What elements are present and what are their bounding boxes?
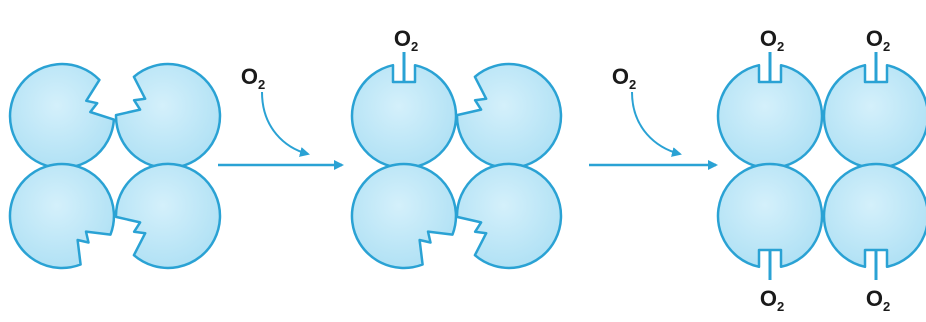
bound-o2-label: O2 xyxy=(866,286,890,314)
tetramer-stage-2: O2 xyxy=(352,26,561,268)
o2-entry-arrow xyxy=(262,92,308,154)
o2-entry-arrow xyxy=(632,92,680,154)
bound-o2-label: O2 xyxy=(394,26,418,54)
incoming-o2-label: O2 xyxy=(241,64,265,92)
transition-1: O2 xyxy=(218,64,342,165)
tetramer-stage-1 xyxy=(10,64,220,268)
subunit-top-right xyxy=(116,64,220,168)
bound-o2-label-subscript: 2 xyxy=(777,39,784,54)
bound-o2-label-symbol: O xyxy=(394,26,411,51)
incoming-o2-label-subscript: 2 xyxy=(629,77,636,92)
subunit-bottom-right xyxy=(457,164,561,268)
incoming-o2-label-symbol: O xyxy=(241,64,258,89)
incoming-o2-label-symbol: O xyxy=(612,64,629,89)
subunit-top-left xyxy=(10,64,114,168)
bound-o2-label-symbol: O xyxy=(866,286,883,311)
bound-o2-label-subscript: 2 xyxy=(777,299,784,314)
subunit-top-right xyxy=(457,64,561,168)
incoming-o2-label-subscript: 2 xyxy=(258,77,265,92)
bound-o2-label: O2 xyxy=(760,26,784,54)
bound-o2-label: O2 xyxy=(760,286,784,314)
bound-o2-label-symbol: O xyxy=(866,26,883,51)
subunit-bottom-left xyxy=(10,164,114,268)
bound-o2-label-symbol: O xyxy=(760,26,777,51)
bound-o2-label-symbol: O xyxy=(760,286,777,311)
subunit-bottom-right xyxy=(116,164,220,268)
bound-o2-label: O2 xyxy=(866,26,890,54)
subunit-bottom-left xyxy=(352,164,456,268)
transition-2: O2 xyxy=(589,64,716,165)
incoming-o2-label: O2 xyxy=(612,64,636,92)
bound-o2-label-subscript: 2 xyxy=(883,39,890,54)
bound-o2-label-subscript: 2 xyxy=(883,299,890,314)
bound-o2-label-subscript: 2 xyxy=(411,39,418,54)
